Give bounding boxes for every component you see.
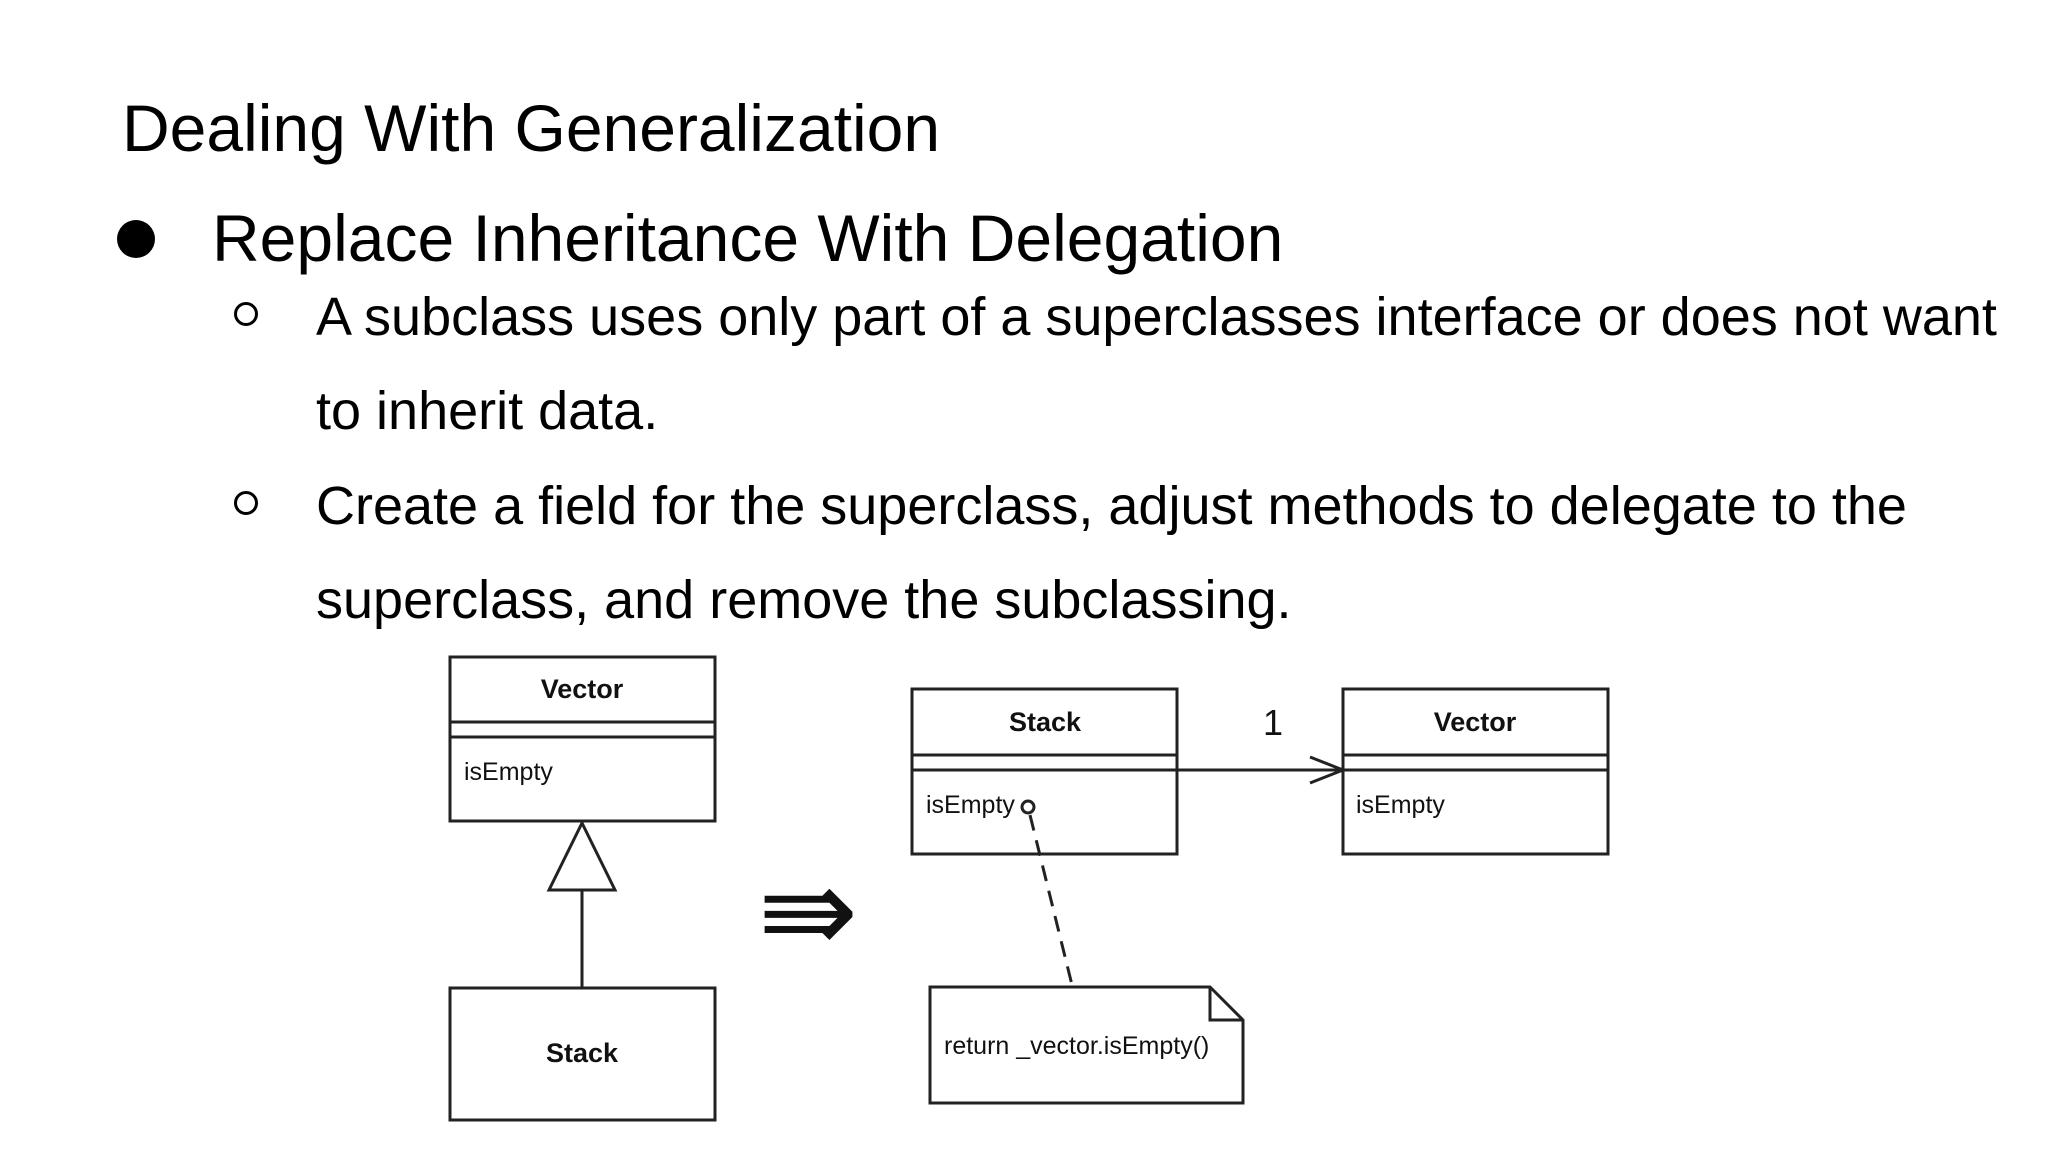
- association-arrow: [1177, 755, 1348, 785]
- before-stack-name: Stack: [546, 1038, 619, 1068]
- note-box: [928, 985, 1245, 1105]
- note-anchor-icon: [1020, 799, 1036, 815]
- bullet-text: Replace Inheritance With Delegation: [212, 201, 1284, 275]
- after-vector-name: Vector: [1434, 707, 1517, 737]
- inheritance-arrow: [546, 819, 618, 988]
- multiplicity-label: 1: [1263, 702, 1283, 743]
- slide-title: Dealing With Generalization: [122, 91, 941, 165]
- before-vector-method: isEmpty: [464, 758, 553, 786]
- hollow-bullet-icon: [234, 491, 258, 515]
- after-stack-method: isEmpty: [926, 791, 1015, 819]
- bullet-dot-icon: [117, 220, 155, 258]
- transform-arrow-icon: ⇛: [758, 844, 859, 978]
- note-connector: [1028, 814, 1074, 986]
- after-stack-name: Stack: [1009, 707, 1082, 737]
- before-stack-class: [448, 986, 717, 1122]
- sub-bullet-text-1: A subclass uses only part of a superclas…: [316, 287, 1997, 441]
- before-vector-class: [448, 655, 717, 823]
- before-vector-name: Vector: [541, 674, 624, 704]
- after-vector-method: isEmpty: [1356, 791, 1445, 819]
- sub-bullet-text-2: Create a field for the superclass, adjus…: [316, 476, 1907, 630]
- note-text: return _vector.isEmpty(): [944, 1032, 1209, 1060]
- hollow-bullet-icon: [234, 302, 258, 326]
